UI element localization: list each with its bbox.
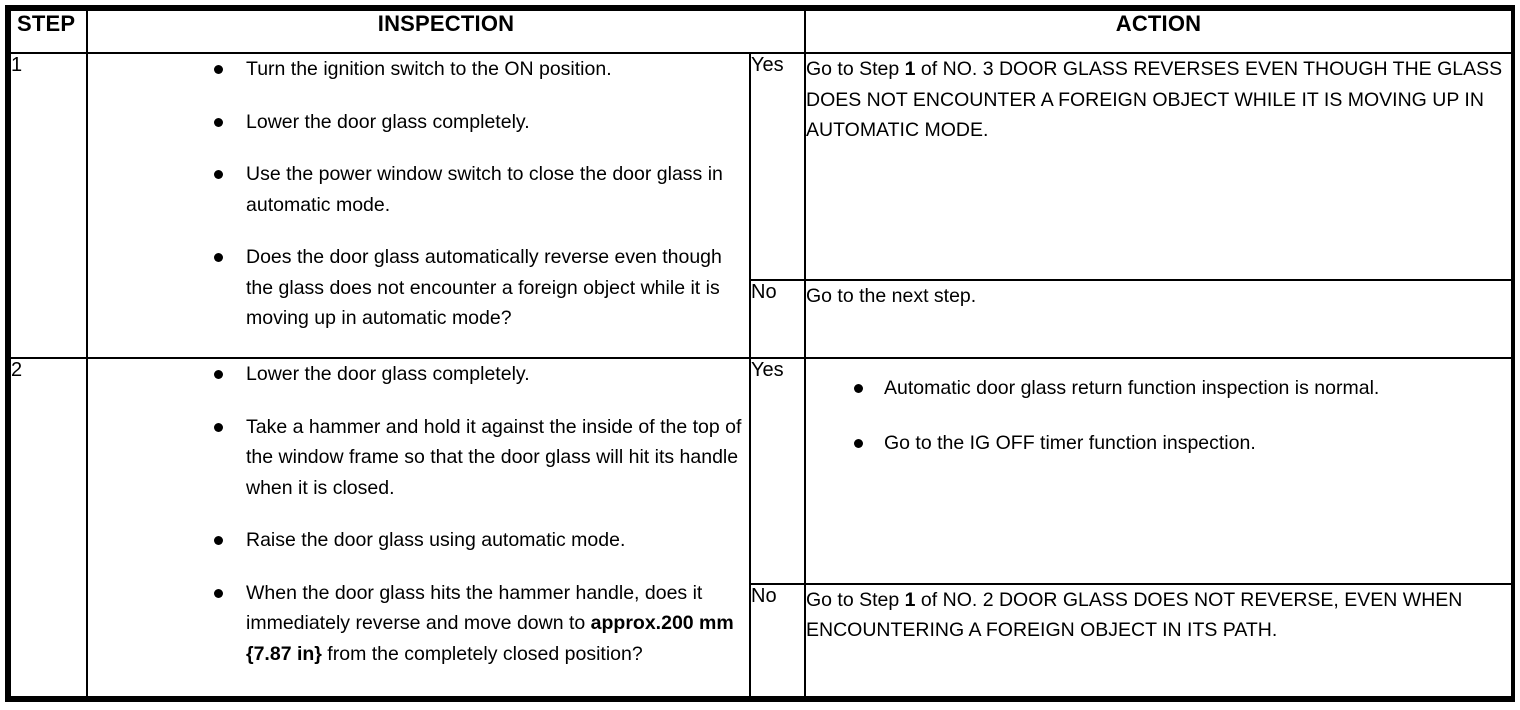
table-header-row: STEP INSPECTION ACTION [9,9,1513,54]
list-item: Lower the door glass completely. [88,107,749,138]
header-inspection: INSPECTION [86,9,806,54]
list-item-emphasis: approx.200 mm {7.87 in} [246,612,734,665]
inspection-cell-step-2: Lower the door glass completely. Take a … [86,357,751,698]
action-bullet-list-2: Automatic door glass return function ins… [806,373,1511,458]
list-item: Does the door glass automatically revers… [88,242,749,334]
header-step: STEP [9,9,88,54]
list-item: When the door glass hits the hammer hand… [88,578,749,670]
list-item-lead: When the door glass hits the hammer hand… [246,581,703,635]
list-item: Automatic door glass return function ins… [806,373,1511,404]
action-text-lead: Go to Step [806,58,905,80]
inspection-flowchart-table: STEP INSPECTION ACTION 1 Turn the igniti… [5,5,1515,702]
flowchart-table: STEP INSPECTION ACTION 1 Turn the igniti… [9,9,1513,699]
action-text-tail: of NO. 2 DOOR GLASS DOES NOT REVERSE, EV… [806,588,1463,642]
table-row-step-1-yes: 1 Turn the ignition switch to the ON pos… [9,51,1513,360]
inspection-cell-step-1: Turn the ignition switch to the ON posit… [86,51,751,360]
list-item: Raise the door glass using automatic mod… [88,525,749,556]
action-text: Go to Step 1 of NO. 2 DOOR GLASS DOES NO… [806,585,1511,646]
action-text: Go to the next step. [806,284,977,307]
answer-label-yes-step-2: Yes [749,357,806,585]
action-cell-step-1-yes: Go to Step 1 of NO. 3 DOOR GLASS REVERSE… [804,52,1513,281]
table-row-step-2-yes: 2 Lower the door glass completely. Take … [9,357,1513,698]
action-text-lead: Go to Step [806,588,905,611]
action-cell-step-2-yes: Automatic door glass return function ins… [804,357,1513,585]
action-text: Go to Step 1 of NO. 3 DOOR GLASS REVERSE… [806,54,1511,146]
action-cell-step-2-no: Go to Step 1 of NO. 2 DOOR GLASS DOES NO… [804,582,1513,699]
step-number-2: 2 [9,357,88,698]
inspection-bullet-list-1: Turn the ignition switch to the ON posit… [88,54,749,334]
answer-label-no-step-1: No [749,278,806,360]
action-text-emphasis: 1 [904,58,916,80]
header-action: ACTION [804,9,1513,54]
list-item: Take a hammer and hold it against the in… [88,412,749,504]
answer-label-yes-step-1: Yes [749,52,806,281]
table-row-step-1-no: No Go to the next step. [10,278,1513,360]
table-row-step-2-no: No Go to Step 1 of NO. 2 DOOR GLASS DOES… [10,582,1513,699]
list-item: Go to the IG OFF timer function inspecti… [806,428,1511,459]
list-item-tail: from the completely closed position? [321,642,643,665]
inspection-bullet-list-2: Lower the door glass completely. Take a … [88,359,749,669]
answer-label-no-step-2: No [749,582,806,699]
action-cell-step-1-no: Go to the next step. [804,278,1513,360]
action-text-tail: of NO. 3 DOOR GLASS REVERSES EVEN THOUGH… [806,58,1503,141]
list-item: Lower the door glass completely. [88,359,749,390]
step-number-1: 1 [9,51,88,360]
list-item: Use the power window switch to close the… [88,159,749,220]
list-item: Turn the ignition switch to the ON posit… [88,54,749,85]
action-text-emphasis: 1 [904,588,916,611]
